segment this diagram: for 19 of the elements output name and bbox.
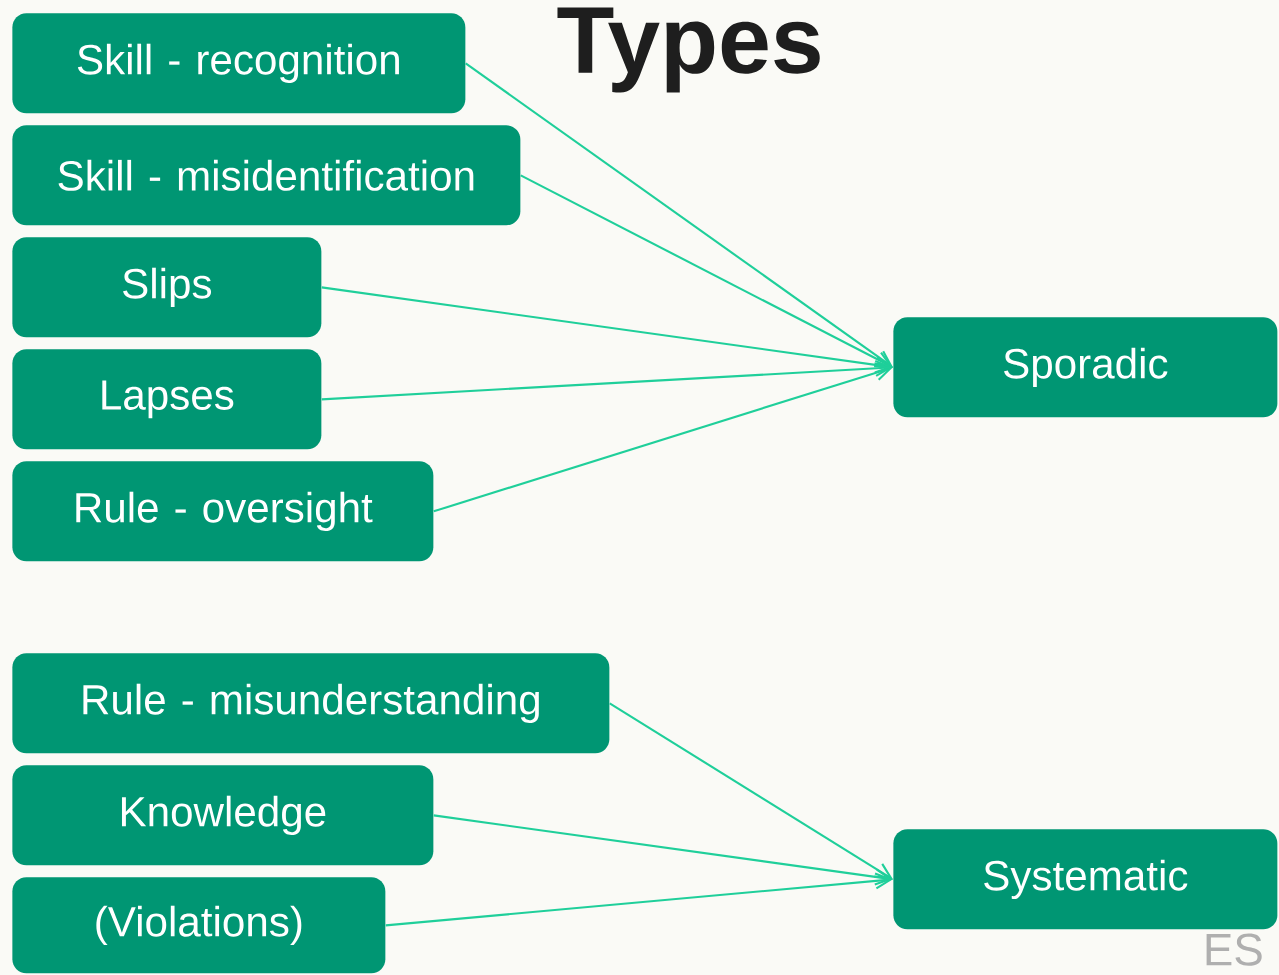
- process-box: Rule - misunderstanding: [12, 653, 610, 754]
- process-box: Rule - oversight: [12, 461, 434, 562]
- process-box: Systematic: [893, 829, 1278, 930]
- process-box: Skill - misidentification: [12, 125, 521, 226]
- arrow: [433, 814, 893, 886]
- arrow: [321, 286, 893, 374]
- process-box: Skill - recognition: [12, 13, 466, 114]
- arrow: [385, 872, 893, 927]
- process-box: Slips: [12, 237, 322, 338]
- title: Types: [557, 7, 820, 93]
- process-box: Lapses: [12, 349, 322, 450]
- arrow: [609, 702, 893, 880]
- arrow: [321, 359, 893, 401]
- arrow: [465, 62, 893, 368]
- arrow: [433, 364, 893, 513]
- process-box: (Violations): [12, 877, 386, 974]
- process-box: Sporadic: [893, 317, 1278, 418]
- process-box: Knowledge: [12, 765, 434, 866]
- arrow: [520, 174, 893, 368]
